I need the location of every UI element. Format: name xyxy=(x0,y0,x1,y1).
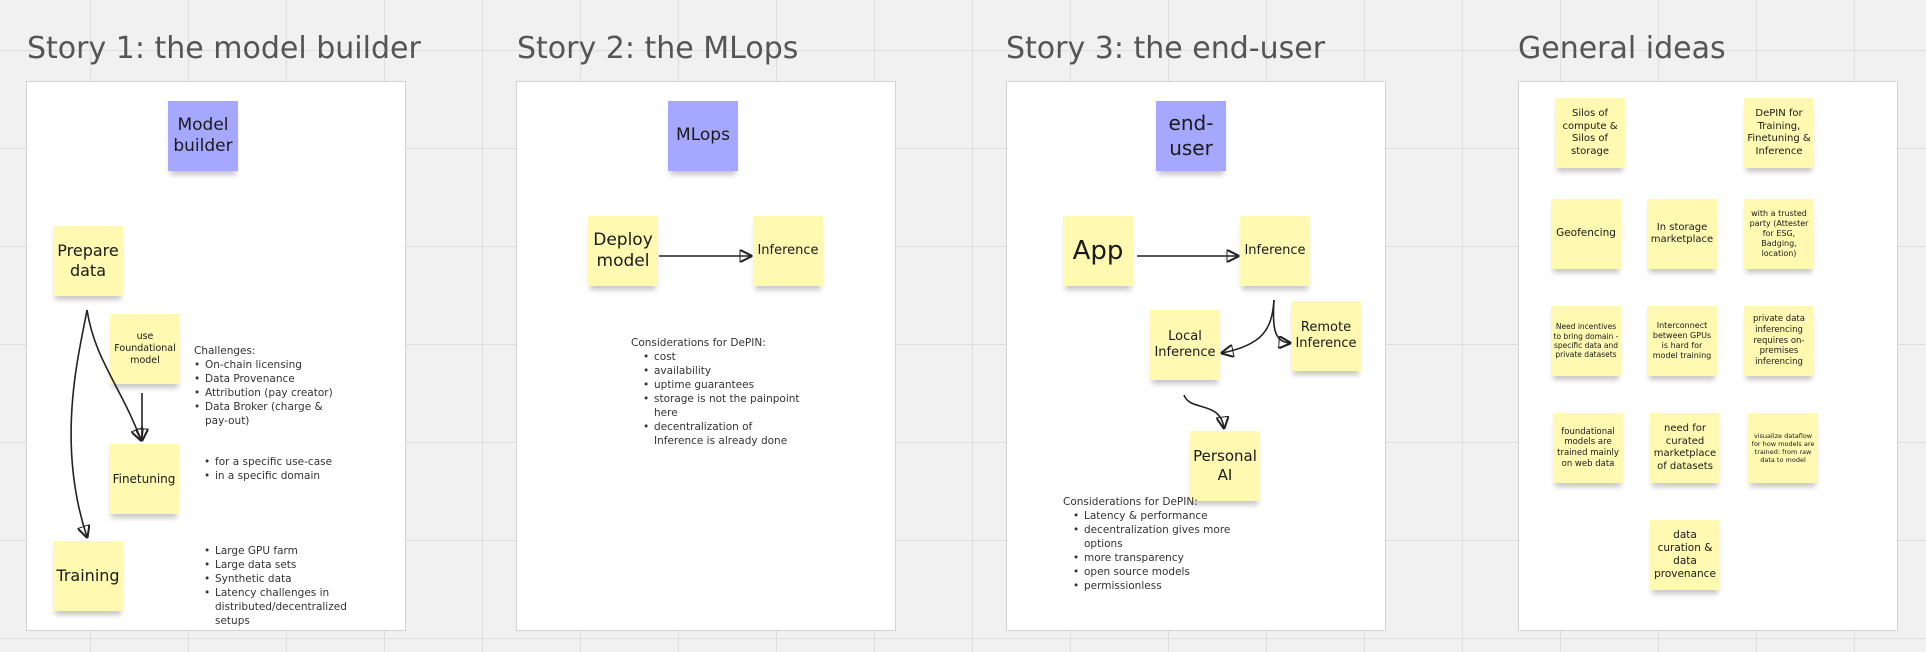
consideration-item: decentralization of Inference is already… xyxy=(643,420,801,448)
idea-sticky[interactable]: data curation & data provenance xyxy=(1650,520,1720,590)
challenge-item: Data Broker (charge & pay-out) xyxy=(194,400,344,428)
frame-title-story-3: Story 3: the end-user xyxy=(1006,31,1326,66)
consideration-item: uptime guarantees xyxy=(643,378,801,392)
consideration-item: availability xyxy=(643,364,801,378)
frame-title-general-ideas: General ideas xyxy=(1518,31,1726,66)
training-note-item: Large data sets xyxy=(204,558,344,572)
sticky-deploy-model[interactable]: Deploy model xyxy=(588,216,658,286)
consideration-item: decentralization gives more options xyxy=(1073,523,1263,551)
idea-sticky[interactable]: need for curated marketplace of datasets xyxy=(1650,413,1720,483)
frame-story-2[interactable]: MLops Deploy model Inference Considerati… xyxy=(516,81,896,631)
sticky-model-builder[interactable]: Model builder xyxy=(168,101,238,171)
idea-sticky[interactable]: Need incentives to bring domain -specifi… xyxy=(1551,306,1621,376)
frame-story-3[interactable]: end-user App Inference Local Inference R… xyxy=(1006,81,1386,631)
finetune-note-item: in a specific domain xyxy=(204,469,354,483)
frame-general-ideas[interactable]: Silos of compute & Silos of storage DePI… xyxy=(1518,81,1898,631)
sticky-remote-inference[interactable]: Remote Inference xyxy=(1291,301,1361,371)
sticky-mlops[interactable]: MLops xyxy=(668,101,738,171)
idea-sticky[interactable]: In storage marketplace xyxy=(1647,199,1717,269)
sticky-personal-ai[interactable]: Personal AI xyxy=(1190,431,1260,501)
sticky-use-foundational-model[interactable]: use Foundational model xyxy=(110,314,180,384)
sticky-prepare-data[interactable]: Prepare data xyxy=(53,226,123,296)
sticky-finetuning[interactable]: Finetuning xyxy=(109,444,179,514)
idea-sticky[interactable]: visualize dataflow for how models are tr… xyxy=(1748,413,1818,483)
training-note-item: Synthetic data xyxy=(204,572,344,586)
training-notes: Large GPU farm Large data sets Synthetic… xyxy=(204,544,347,628)
idea-sticky[interactable]: foundational models are trained mainly o… xyxy=(1553,413,1623,483)
finetune-note-item: for a specific use-case xyxy=(204,455,354,469)
sticky-inference[interactable]: Inference xyxy=(1240,216,1310,286)
mlops-considerations: Considerations for DePIN: cost availabil… xyxy=(631,336,801,448)
frame-title-story-2: Story 2: the MLops xyxy=(517,31,799,66)
frame-title-story-1: Story 1: the model builder xyxy=(27,31,421,66)
idea-sticky[interactable]: private data inferencing requires on-pre… xyxy=(1744,306,1814,376)
idea-sticky[interactable]: Silos of compute & Silos of storage xyxy=(1555,98,1625,168)
consideration-item: permissionless xyxy=(1073,579,1263,593)
challenges-notes: Challenges: On-chain licensing Data Prov… xyxy=(194,344,344,428)
consideration-item: open source models xyxy=(1073,565,1263,579)
idea-sticky[interactable]: with a trusted party (Attester for ESG, … xyxy=(1744,199,1814,269)
challenge-item: Attribution (pay creator) xyxy=(194,386,344,400)
end-user-considerations: Considerations for DePIN: Latency & perf… xyxy=(1063,495,1263,593)
sticky-app[interactable]: App xyxy=(1063,216,1133,286)
training-note-item: Latency challenges in distributed/decent… xyxy=(204,586,347,628)
idea-sticky[interactable]: Geofencing xyxy=(1551,199,1621,269)
sticky-inference[interactable]: Inference xyxy=(753,216,823,286)
challenges-heading: Challenges: xyxy=(194,345,256,357)
consideration-item: more transparency xyxy=(1073,551,1263,565)
challenge-item: Data Provenance xyxy=(194,372,344,386)
idea-sticky[interactable]: Interconnect between GPUs is hard for mo… xyxy=(1647,306,1717,376)
considerations-heading: Considerations for DePIN: xyxy=(631,337,766,349)
frame-story-1[interactable]: Model builder Prepare data use Foundatio… xyxy=(26,81,406,631)
training-note-item: Large GPU farm xyxy=(204,544,344,558)
consideration-item: Latency & performance xyxy=(1073,509,1263,523)
finetuning-notes: for a specific use-case in a specific do… xyxy=(204,455,354,483)
idea-sticky[interactable]: DePIN for Training, Finetuning & Inferen… xyxy=(1744,98,1814,168)
consideration-item: storage is not the painpoint here xyxy=(643,392,801,420)
considerations-heading: Considerations for DePIN: xyxy=(1063,496,1198,508)
sticky-training[interactable]: Training xyxy=(53,541,123,611)
challenge-item: On-chain licensing xyxy=(194,358,344,372)
sticky-end-user[interactable]: end-user xyxy=(1156,101,1226,171)
consideration-item: cost xyxy=(643,350,801,364)
sticky-local-inference[interactable]: Local Inference xyxy=(1150,310,1220,380)
